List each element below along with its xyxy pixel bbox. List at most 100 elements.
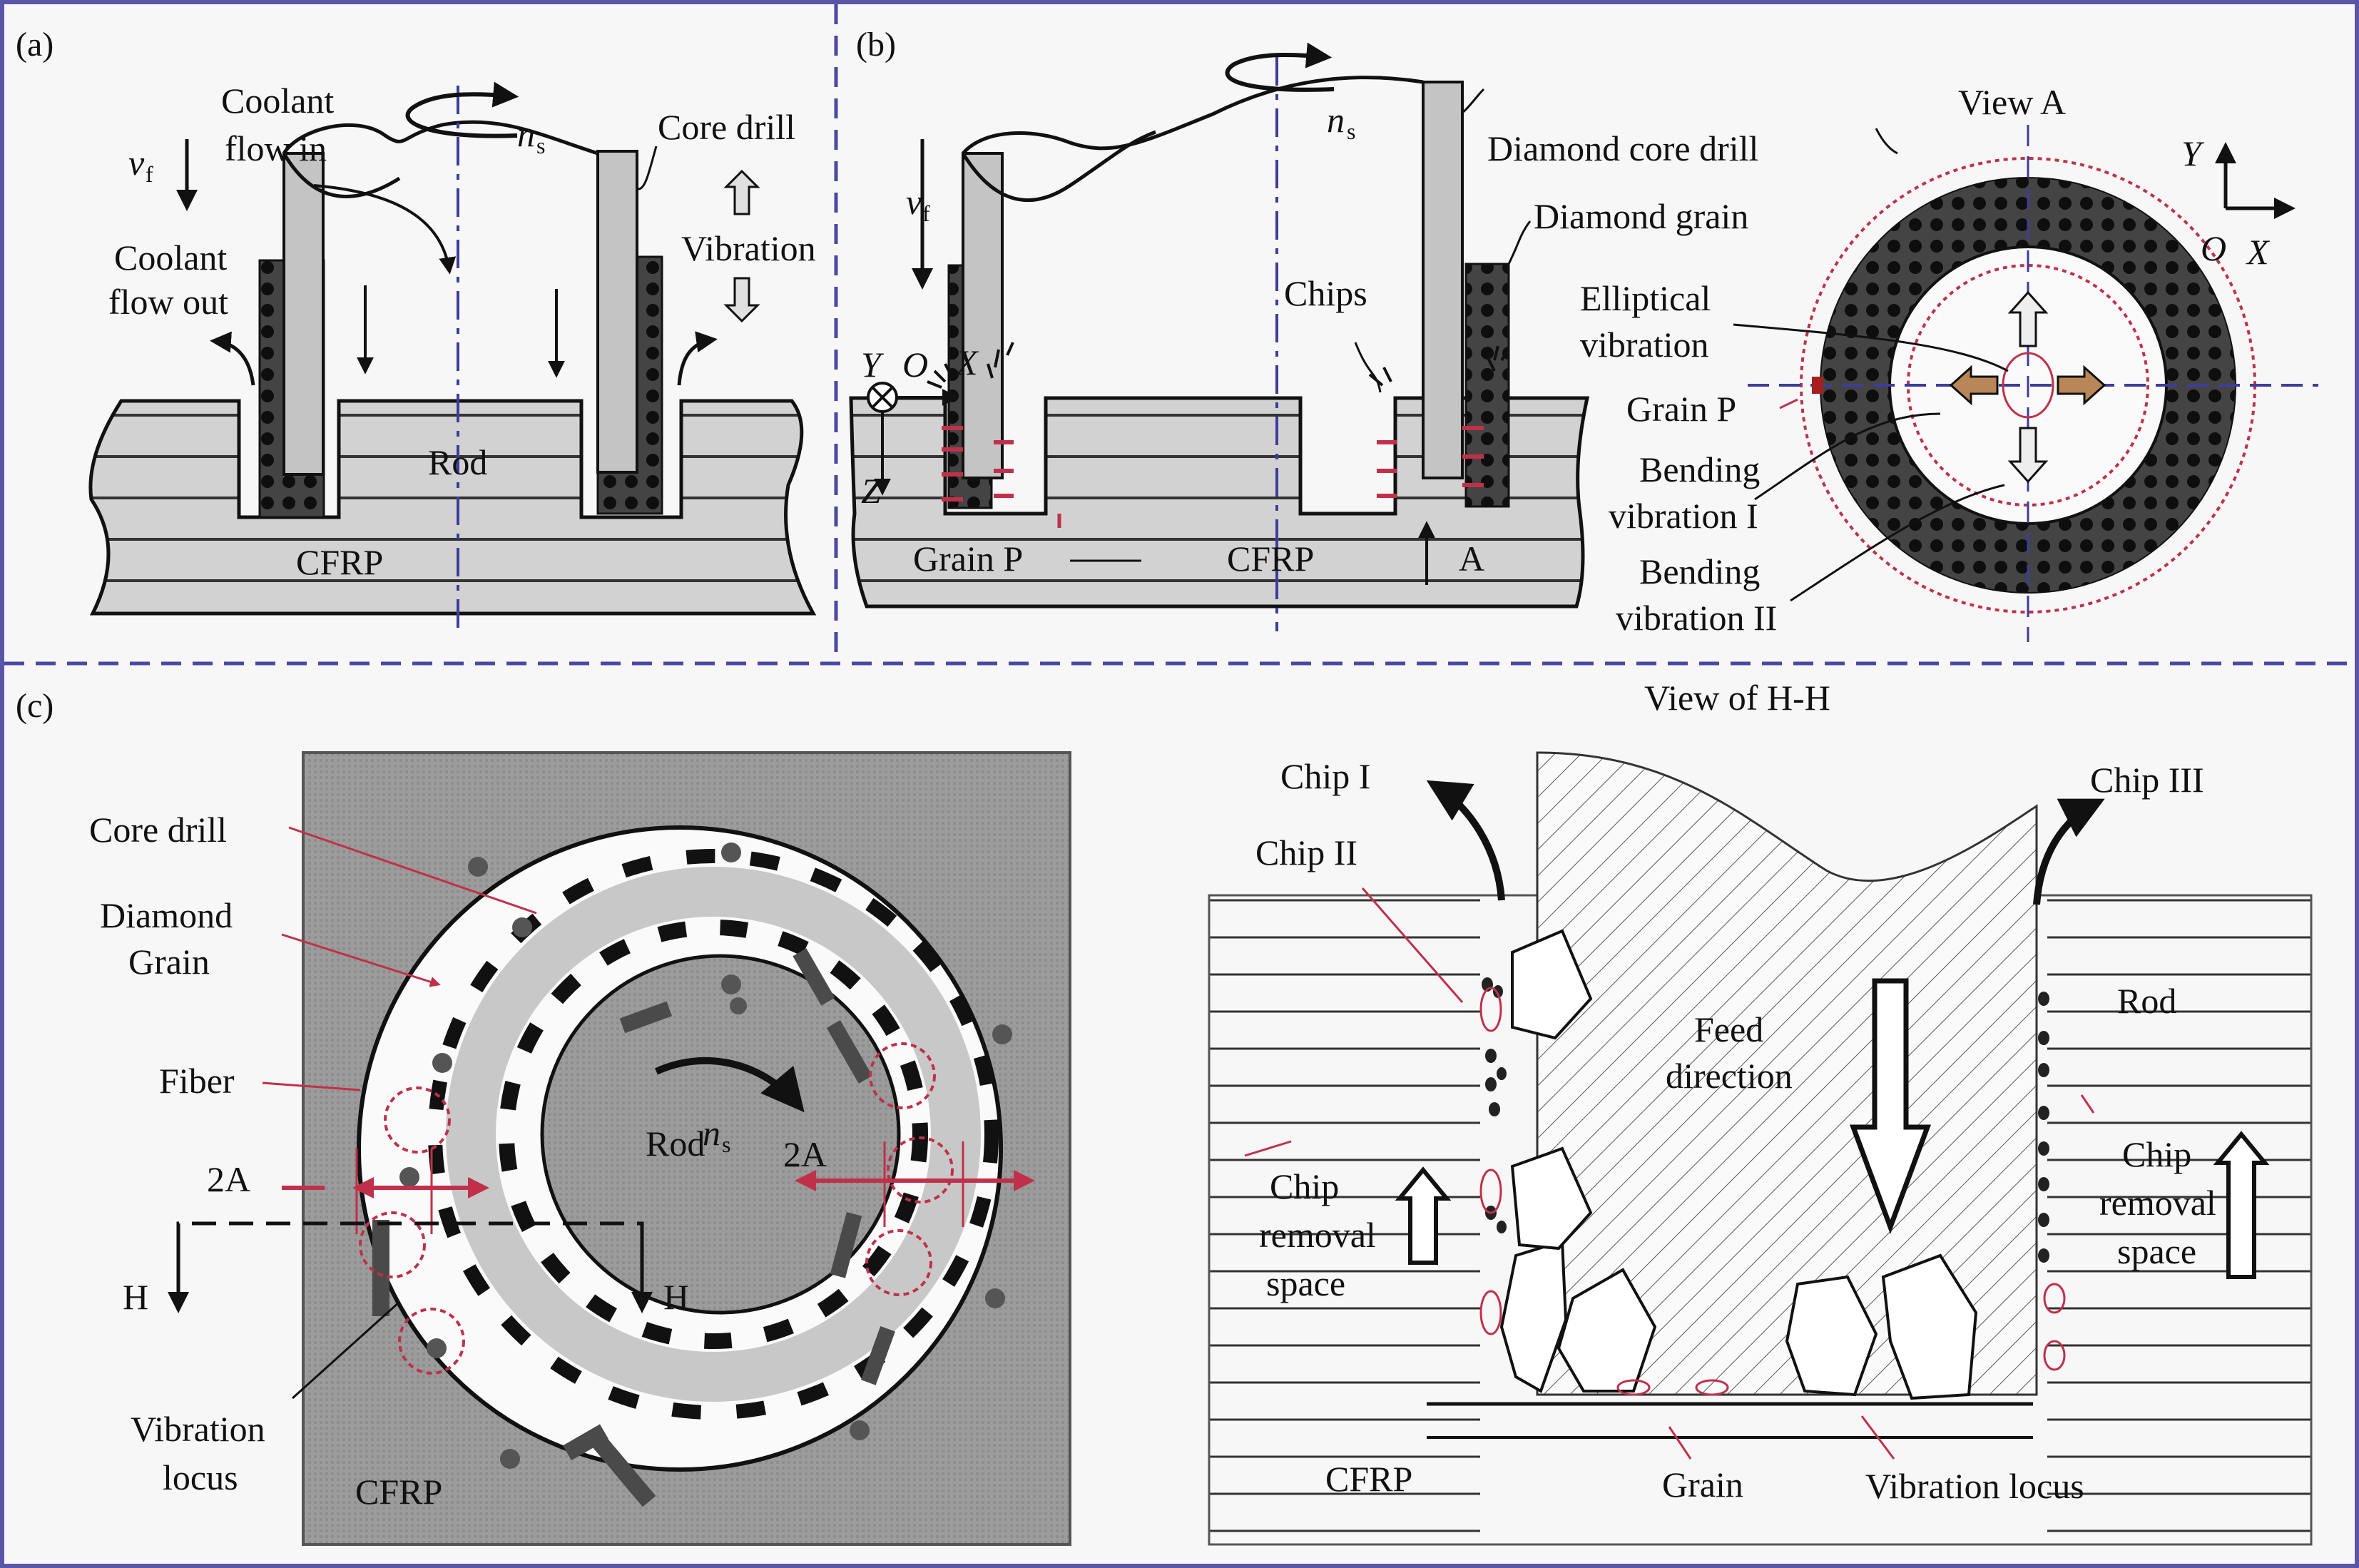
diamond-grain-line1: Diamond [100, 895, 233, 935]
cfrp-label: CFRP [1325, 1459, 1412, 1499]
chip-removal-right-arrow-icon [2213, 1131, 2270, 1279]
panel-a: (a) n s v f Coolant flow in Coolant flow… [16, 26, 817, 631]
workpiece-section [88, 399, 817, 616]
panel-a-label: (a) [16, 26, 54, 63]
axis-x-label: X [954, 342, 979, 382]
panel-b-label: (b) [856, 26, 896, 63]
chip-removal-right-line2: removal [2099, 1183, 2216, 1223]
workpiece-section [849, 396, 1590, 609]
bending-vibration-2-line2: vibration II [1616, 598, 1777, 638]
coolant-in-line2: flow in [225, 128, 327, 168]
feed-symbol: v [128, 143, 145, 183]
axis-y-label: Y [861, 345, 885, 385]
core-drill-label: Core drill [89, 810, 227, 850]
chip-1-label: Chip I [1280, 756, 1370, 796]
elliptical-vibration-line1: Elliptical [1580, 278, 1711, 318]
chip-3-label: Chip III [2090, 760, 2204, 800]
panel-c-left: (c) [16, 687, 1071, 1546]
bending-down-arrow-icon [2007, 427, 2049, 484]
amplitude-right-label: 2A [783, 1134, 827, 1174]
chip-removal-left-line3: space [1266, 1263, 1345, 1303]
spin-sub: s [1347, 118, 1355, 144]
outer-grain-teeth [428, 849, 999, 1420]
axis-o-label: O [902, 345, 928, 385]
grain-label: Grain [1662, 1465, 1743, 1505]
spin-symbol: n [1327, 100, 1345, 140]
inner-vibration-locus [1907, 264, 2149, 506]
cfrp-layers [1209, 899, 2311, 1532]
drill-body-hatched [1536, 751, 2038, 1396]
coolant-in-arrow-icon [313, 184, 457, 275]
feed-direction-line1: Feed [1694, 1009, 1763, 1049]
core-drill-ring [446, 867, 981, 1402]
panel-c-label: (c) [16, 687, 54, 725]
feed-symbol: v [906, 182, 922, 222]
bending-left-arrow-icon [1949, 365, 1999, 406]
bending-vibration-1-line1: Bending [1639, 449, 1760, 489]
cfrp-label: CFRP [1227, 539, 1314, 579]
fiber-label: Fiber [159, 1061, 235, 1101]
vibration-locus-line1: Vibration [131, 1409, 265, 1449]
chip-removal-left-line1: Chip [1270, 1166, 1339, 1206]
core-drill-label: Core drill [658, 107, 795, 147]
diamond-grain-line2: Grain [128, 942, 210, 982]
view-a-marker: A [1459, 539, 1484, 579]
drill-wall-right [596, 150, 638, 474]
chip-particles [1482, 977, 2049, 1263]
coolant-out-arrow-left-icon [210, 331, 255, 386]
rod-core [540, 954, 901, 1315]
bending-right-arrow-icon [2057, 365, 2106, 406]
bending-up-arrow-icon [2007, 290, 2049, 347]
coolant-out-line1: Coolant [114, 238, 227, 278]
drill-top-outline [962, 76, 1424, 155]
vibration-locus-line2: locus [163, 1457, 238, 1497]
spin-symbol: n [517, 114, 535, 154]
view-a-axis-o: O [2201, 228, 2226, 268]
cfrp-label: CFRP [296, 542, 383, 582]
spin-sub: s [722, 1131, 730, 1157]
chip-2-label: Chip II [1255, 833, 1357, 872]
view-a-axis-y: Y [2181, 133, 2205, 173]
chip-removal-left-arrow-icon [1395, 1166, 1452, 1265]
chip-1-arrow-icon [1426, 780, 1505, 901]
feed-direction-arrow-icon [1849, 978, 1932, 1235]
panel-c-right: View of H-H Feed direction [1208, 678, 2313, 1546]
panel-b: (b) n s v f Y O X Z Chips [849, 26, 2318, 642]
rod-label: Rod [646, 1124, 705, 1164]
bending-vibration-2-line1: Bending [1639, 551, 1760, 591]
chip-fragments-icon [927, 342, 1510, 389]
chip-removal-right-line3: space [2117, 1231, 2196, 1271]
vibration-locus-marks [1479, 987, 2066, 1396]
bending-vibration-1-line2: vibration I [1609, 496, 1758, 536]
view-h-h-title: View of H-H [1644, 678, 1830, 718]
elliptical-orbit-icon [2002, 352, 2054, 419]
drill-top-outline [282, 120, 598, 156]
axis-z-label: Z [861, 471, 882, 511]
vibration-locus-label: Vibration locus [1865, 1466, 2084, 1506]
rotation-arrow-icon [654, 1057, 805, 1113]
grain-layer-right [1464, 263, 1510, 508]
spin-arrow-icon [1225, 42, 1335, 92]
coolant-in-line1: Coolant [221, 81, 334, 121]
rod-label: Rod [2117, 981, 2176, 1021]
feed-sub: f [146, 161, 153, 187]
coolant-out-line2: flow out [108, 282, 228, 322]
elliptical-vibration-line2: vibration [1580, 325, 1709, 365]
drill-wall-right [1422, 81, 1464, 479]
chip-removal-right-line1: Chip [2122, 1134, 2191, 1174]
diamond-core-drill-label: Diamond core drill [1487, 128, 1758, 168]
view-a-axis-x: X [2246, 232, 2271, 272]
amplitude-dimension [282, 1141, 1035, 1234]
drill-wall-left [282, 152, 325, 476]
chip-removal-left-line2: removal [1259, 1215, 1376, 1255]
section-h-left: H [123, 1277, 148, 1317]
vibration-down-icon [723, 277, 760, 323]
coolant-out-arrow-right-icon [677, 331, 718, 386]
fiber-fragments [372, 948, 895, 1507]
vibration-label: Vibration [681, 228, 816, 268]
spin-arrow-icon [405, 81, 519, 138]
diamond-grain-label: Diamond grain [1534, 196, 1748, 236]
amplitude-left-label: 2A [207, 1159, 250, 1199]
chips-label: Chips [1284, 273, 1367, 313]
section-h-right: H [663, 1277, 689, 1317]
